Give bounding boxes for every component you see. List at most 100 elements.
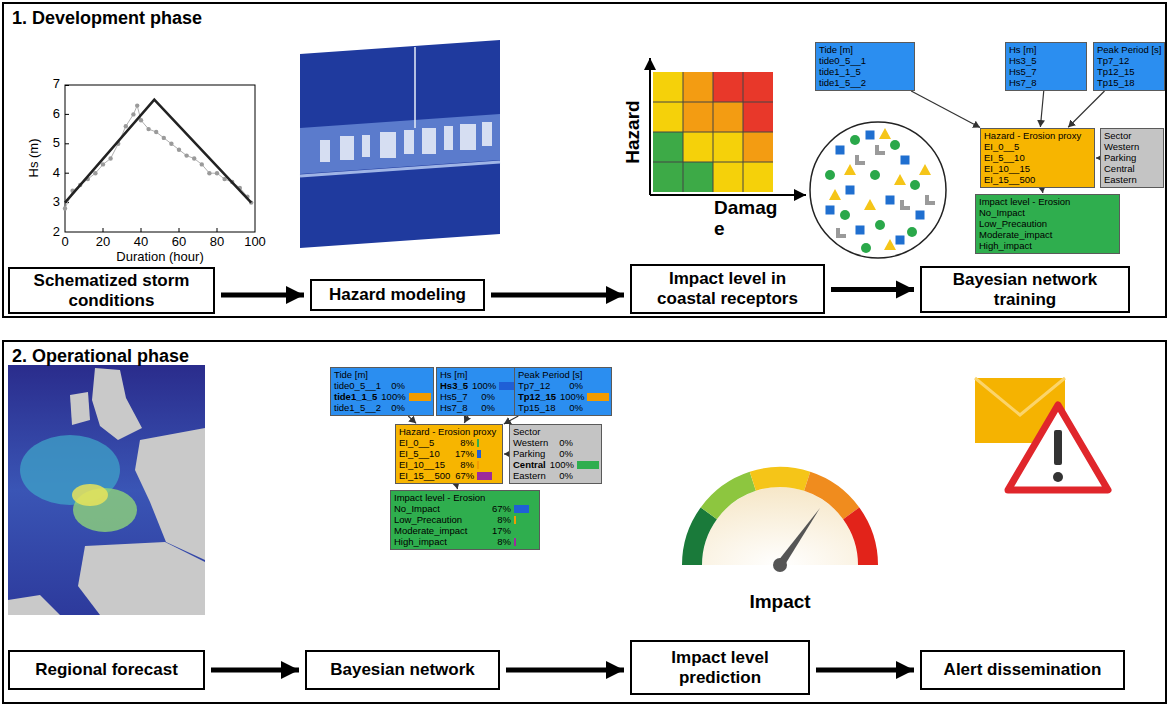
state-row: Hs7_8 (1009, 77, 1083, 88)
state-name: Moderate_impact (979, 229, 1116, 240)
map-wave-field (20, 435, 120, 505)
damage-axis (650, 194, 806, 196)
probability-bar (477, 439, 499, 447)
state-row: Central (1104, 163, 1160, 174)
state-probability: 0% (553, 470, 573, 481)
state-row: tide0_5__10% (334, 380, 430, 391)
state-probability: 17% (454, 448, 474, 459)
state-name: tide1_1_5 (819, 66, 911, 77)
risk-matrix (650, 58, 806, 195)
state-row: Low_Precaution8% (394, 514, 536, 525)
gauge-segment (709, 481, 753, 513)
state-row: tide1_5__20% (334, 402, 430, 413)
photo-buildings (320, 122, 492, 162)
box-label: Hazard modeling (329, 285, 466, 305)
state-name: EI_0__5 (984, 141, 1091, 152)
state-probability: 100% (550, 459, 574, 470)
state-probability: 0% (553, 437, 573, 448)
probability-fill (477, 439, 479, 447)
state-name: EI_5__10 (399, 448, 450, 459)
state-row: Hs7_80% (440, 402, 520, 413)
state-probability: 0% (385, 380, 405, 391)
axis-tick: 0 (61, 235, 68, 249)
dependency-arrow (1040, 91, 1043, 127)
sample-triangles (829, 128, 931, 250)
state-row: Parking0% (513, 448, 598, 459)
node-title: Hs [m] (1009, 44, 1083, 55)
gauge-hub (773, 558, 787, 572)
axis-tick: 100 (244, 235, 266, 249)
box-label: Bayesian network (330, 660, 475, 680)
node-title: Impact level - Erosion (979, 196, 1116, 207)
observed-series (65, 106, 251, 209)
process-box: Regional forecast (8, 650, 205, 690)
process-box: Alert dissemination (920, 650, 1125, 690)
state-name: Tp12_15 (518, 391, 556, 402)
node-title: Peak Period [s] (1097, 44, 1161, 55)
map-sea (8, 365, 205, 615)
state-probability: 8% (454, 459, 474, 470)
state-name: EI_15__500 (984, 174, 1091, 185)
state-probability: 0% (385, 402, 405, 413)
state-row: Hs3_5100% (440, 380, 520, 391)
probability-bar (409, 393, 431, 401)
state-row: EI_5__10 (984, 152, 1091, 163)
probability-fill (577, 461, 599, 469)
probability-bar (514, 538, 536, 546)
probability-fill (477, 450, 481, 458)
node-title: Sector (513, 426, 598, 437)
bayes-node: Peak Period [s]Tp7_12Tp12_15Tp15_18 (1093, 42, 1165, 91)
state-row: Tp7_12 (1097, 55, 1161, 66)
axis-title: Duration (hour) (116, 250, 203, 264)
state-row: Moderate_impact (979, 229, 1116, 240)
gauge-segment (692, 513, 709, 565)
axis-tick: 6 (53, 107, 60, 121)
state-row: High_impact8% (394, 536, 536, 547)
gauge-needle (774, 508, 820, 566)
probability-bar (576, 472, 598, 480)
axis-tick: 5 (53, 136, 60, 150)
storm-chart (65, 85, 255, 232)
probability-bar (576, 439, 598, 447)
bayes-node: SectorWestern0%Parking0%Central100%Easte… (509, 424, 602, 484)
state-name: High_impact (394, 536, 487, 547)
state-probability: 17% (491, 525, 511, 536)
state-row: tide1_1_5100% (334, 391, 430, 402)
state-row: Tp7_120% (518, 380, 608, 391)
probability-bar (514, 505, 536, 513)
state-row: Tp12_15 (1097, 66, 1161, 77)
state-row: Tp15_18 (1097, 77, 1161, 88)
probability-fill (514, 505, 529, 513)
state-name: Eastern (1104, 174, 1160, 185)
gauge-label: Impact (749, 592, 810, 613)
probability-bar (577, 461, 599, 469)
chart-frame (65, 85, 255, 232)
dependency-arrow (1041, 188, 1043, 193)
sample-brackets (836, 145, 935, 238)
state-name: Eastern (513, 470, 549, 481)
state-row: EI_10__15 (984, 163, 1091, 174)
bayes-node: Hs [m]Hs3_5100%Hs5_70%Hs7_80% (436, 367, 524, 416)
state-name: Hs3_5 (1009, 55, 1083, 66)
state-name: tide1_5__2 (819, 77, 911, 88)
probability-fill (514, 538, 516, 546)
state-name: Central (513, 459, 546, 470)
box-label: Impact level in coastal receptors (638, 269, 817, 308)
dependency-arrow (408, 416, 416, 423)
node-title: Tide [m] (819, 44, 911, 55)
state-row: EI_5__10 17% (399, 448, 499, 459)
process-box: Bayesian network (305, 650, 500, 690)
hazard-model-image (300, 40, 500, 248)
axis-title: Hazard (623, 100, 644, 163)
state-name: Tp15_18 (1097, 77, 1161, 88)
dependency-arrow (504, 416, 518, 424)
bayes-node: Tide [m]tide0_5__1tide1_1_5tide1_5__2 (815, 42, 915, 91)
bayes-node: Tide [m]tide0_5__10%tide1_1_5100%tide1_5… (330, 367, 434, 416)
alert-icon (975, 378, 1108, 490)
state-name: EI_0__5 (399, 437, 450, 448)
state-name: Tp7_12 (518, 380, 559, 391)
probability-bar (477, 472, 499, 480)
warning-mark (1054, 430, 1062, 465)
probability-fill (409, 393, 431, 401)
